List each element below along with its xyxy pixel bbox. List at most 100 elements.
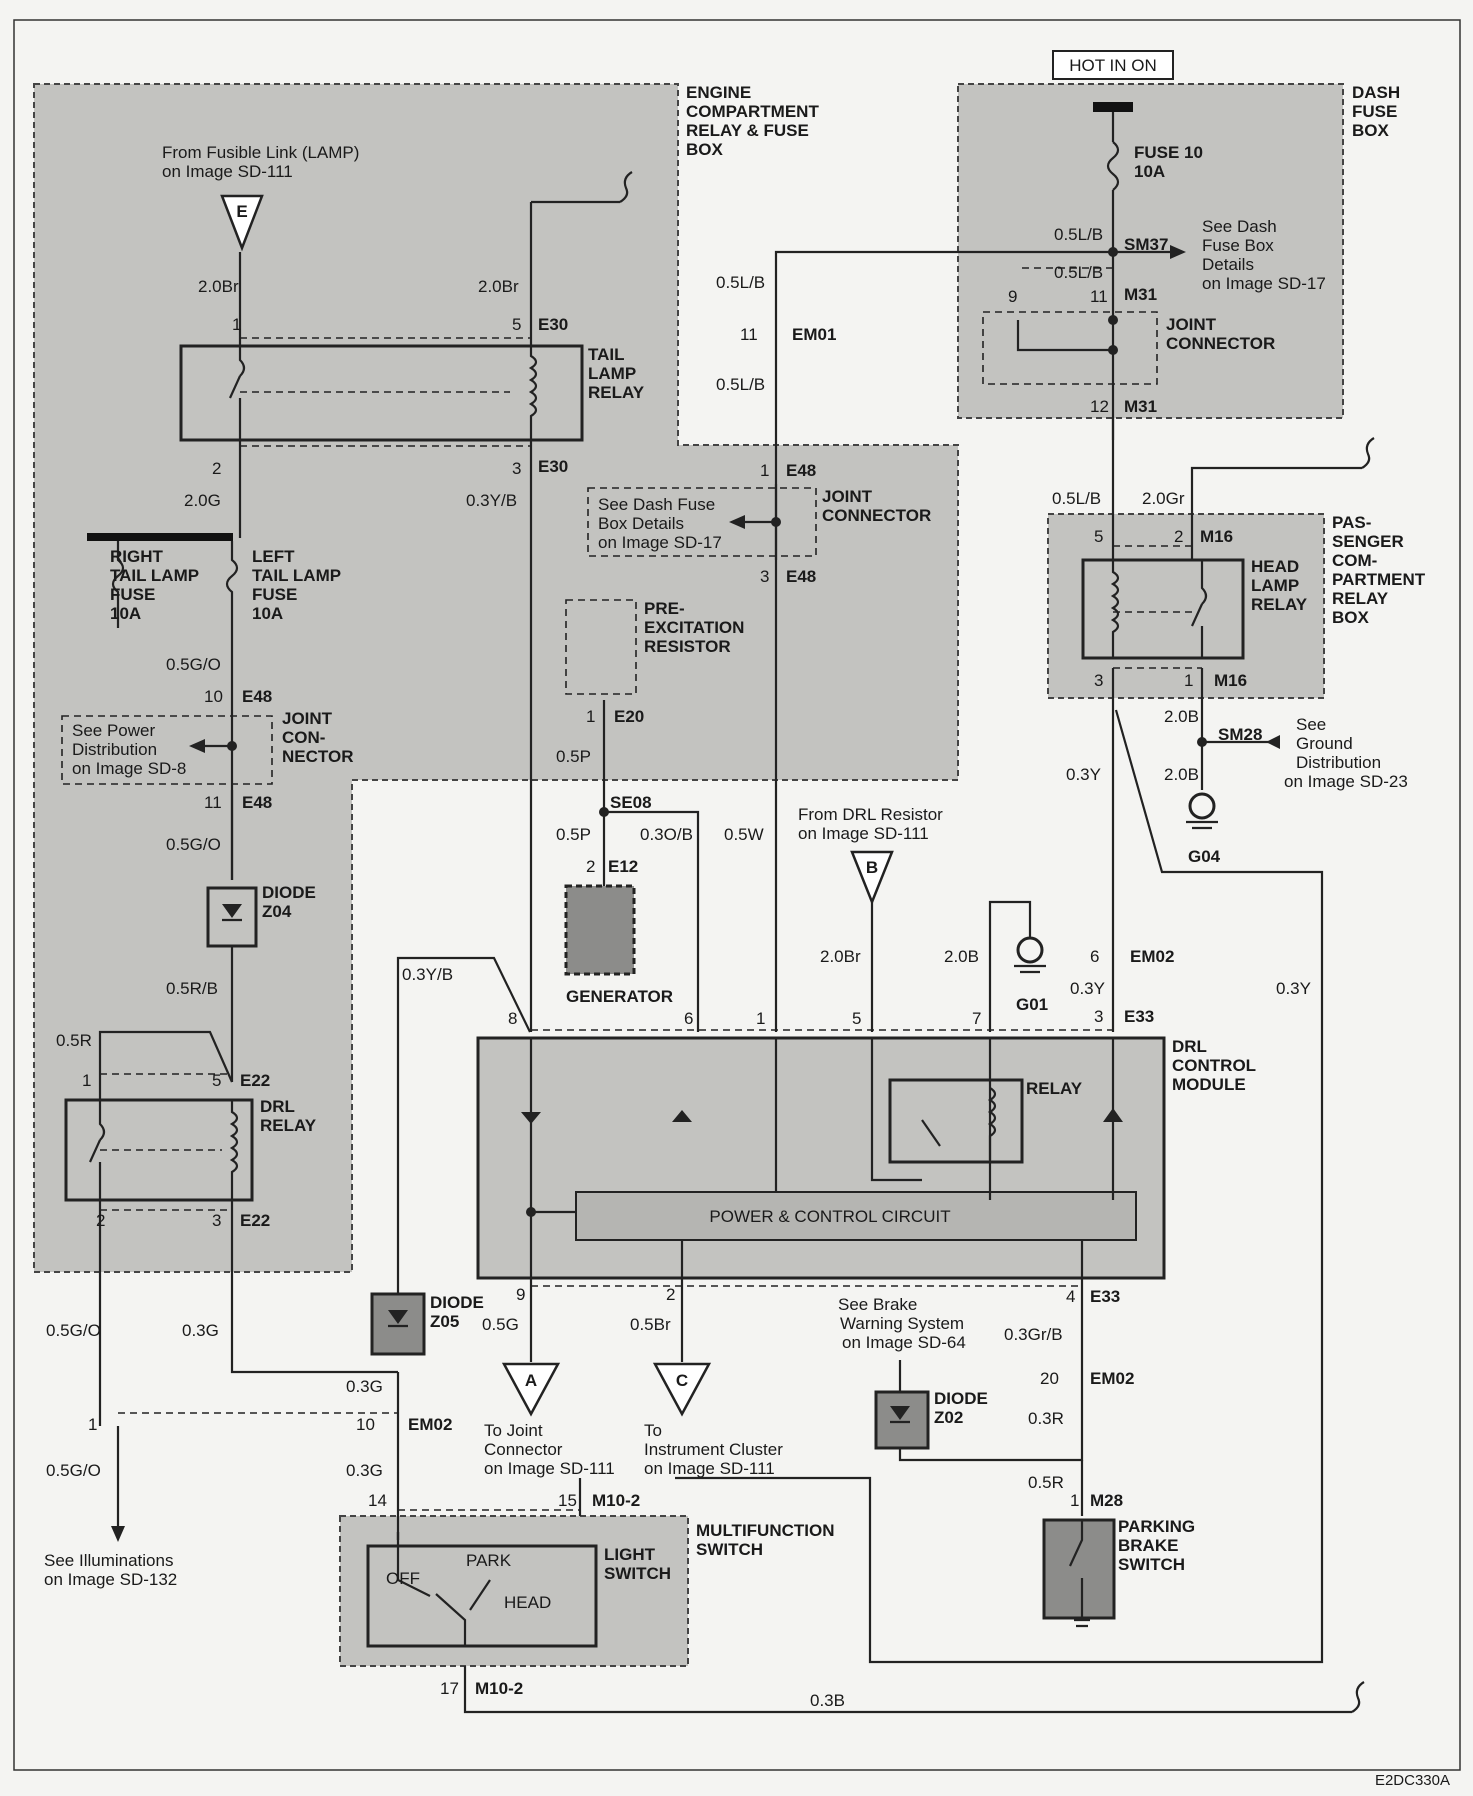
svg-text:M28: M28 [1090, 1491, 1123, 1510]
head-relay-switch [1190, 560, 1208, 658]
svg-text:DRL: DRL [260, 1097, 295, 1116]
svg-text:Fuse Box: Fuse Box [1202, 236, 1274, 255]
svg-text:on Image SD-64: on Image SD-64 [842, 1333, 966, 1352]
svg-text:EM02: EM02 [1130, 947, 1174, 966]
svg-text:5: 5 [512, 315, 521, 334]
tail-lamp-relay-label: TAIL LAMP RELAY [588, 345, 645, 402]
svg-text:A: A [525, 1371, 537, 1390]
terminal-b: B [850, 850, 894, 906]
svg-text:FUSE: FUSE [1352, 102, 1397, 121]
svg-text:0.3Gr/B: 0.3Gr/B [1004, 1325, 1063, 1344]
svg-text:HEAD: HEAD [1251, 557, 1299, 576]
svg-text:LIGHT: LIGHT [604, 1545, 656, 1564]
power-bus-bar [1093, 102, 1133, 112]
svg-text:on Image SD-17: on Image SD-17 [1202, 274, 1326, 293]
svg-text:RELAY: RELAY [1332, 589, 1389, 608]
svg-text:0.5P: 0.5P [556, 747, 591, 766]
svg-text:8: 8 [508, 1009, 517, 1028]
multifunction-label: MULTIFUNCTION SWITCH [696, 1521, 835, 1559]
svg-text:3: 3 [212, 1211, 221, 1230]
passenger-box-label: PAS- SENGER COM- PARTMENT RELAY BOX [1332, 513, 1426, 627]
svg-text:CONTROL: CONTROL [1172, 1056, 1256, 1075]
svg-text:6: 6 [1090, 947, 1099, 966]
joint-connector-a-note: To Joint Connector on Image SD-111 [484, 1421, 615, 1478]
svg-text:RELAY: RELAY [1251, 595, 1308, 614]
dash-fuse-box-label: DASH FUSE BOX [1352, 83, 1400, 140]
svg-text:11: 11 [740, 325, 758, 344]
svg-text:Z02: Z02 [934, 1408, 963, 1427]
svg-text:0.5G/O: 0.5G/O [46, 1321, 101, 1340]
svg-text:SWITCH: SWITCH [1118, 1555, 1185, 1574]
svg-text:3: 3 [512, 459, 521, 478]
generator-label: GENERATOR [566, 987, 673, 1006]
ground-g04: G04 [1186, 792, 1221, 866]
svg-text:CONNECTOR: CONNECTOR [1166, 334, 1275, 353]
svg-text:1: 1 [756, 1009, 765, 1028]
svg-text:6: 6 [684, 1009, 693, 1028]
svg-text:9: 9 [516, 1285, 525, 1304]
svg-text:FUSE: FUSE [252, 585, 297, 604]
module-relay [888, 1078, 1024, 1164]
svg-text:LAMP: LAMP [588, 364, 636, 383]
svg-text:on Image SD-111: on Image SD-111 [644, 1459, 775, 1478]
svg-text:5: 5 [212, 1071, 221, 1090]
drl-relay [64, 1098, 254, 1202]
svg-text:JOINT: JOINT [822, 487, 873, 506]
parking-brake-switch [1042, 1518, 1116, 1620]
svg-text:TAIL LAMP: TAIL LAMP [252, 566, 341, 585]
svg-text:15: 15 [558, 1491, 577, 1510]
svg-text:See: See [1296, 715, 1326, 734]
svg-text:0.3R: 0.3R [1028, 1409, 1064, 1428]
power-dist-note: See Power Distribution on Image SD-8 [72, 721, 186, 778]
svg-text:LAMP: LAMP [1251, 576, 1299, 595]
svg-text:See Illuminations: See Illuminations [44, 1551, 173, 1570]
svg-text:Connector: Connector [484, 1440, 563, 1459]
svg-text:M16: M16 [1200, 527, 1233, 546]
svg-text:Details: Details [1202, 255, 1254, 274]
drl-control-module [476, 1036, 1166, 1280]
svg-text:2: 2 [1174, 527, 1183, 546]
svg-text:BOX: BOX [1352, 121, 1390, 140]
svg-text:on Image SD-111: on Image SD-111 [484, 1459, 615, 1478]
tail-relay-switch [228, 346, 246, 440]
svg-text:FUSE: FUSE [110, 585, 155, 604]
svg-text:11: 11 [1090, 287, 1108, 306]
svg-text:1: 1 [232, 315, 241, 334]
svg-text:M10-2: M10-2 [475, 1679, 523, 1698]
svg-text:POWER & CONTROL CIRCUIT: POWER & CONTROL CIRCUIT [709, 1207, 950, 1226]
svg-text:Distribution: Distribution [72, 740, 157, 759]
svg-text:TAIL: TAIL [588, 345, 625, 364]
svg-text:5: 5 [852, 1009, 861, 1028]
svg-text:2.0Br: 2.0Br [198, 277, 239, 296]
svg-text:EXCITATION: EXCITATION [644, 618, 744, 637]
svg-text:2.0Br: 2.0Br [478, 277, 519, 296]
svg-text:10: 10 [356, 1415, 375, 1434]
pre-excitation-resistor [565, 599, 637, 695]
svg-text:ENGINE: ENGINE [686, 83, 751, 102]
svg-text:0.5Br: 0.5Br [630, 1315, 671, 1334]
svg-text:RELAY: RELAY [1026, 1079, 1083, 1098]
svg-text:E48: E48 [242, 793, 272, 812]
wire-labels: 0.5L/B 0.5L/B 0.5L/B 0.5L/B 0.5L/B 2.0Gr… [46, 225, 1311, 1710]
svg-text:G01: G01 [1016, 995, 1048, 1014]
svg-text:0.3O/B: 0.3O/B [640, 825, 693, 844]
svg-text:0.5G/O: 0.5G/O [166, 655, 221, 674]
svg-text:0.3Y/B: 0.3Y/B [466, 491, 517, 510]
drl-module-body [477, 1037, 1165, 1279]
svg-text:10A: 10A [110, 604, 141, 623]
hot-in-on-label: HOT IN ON [1069, 56, 1157, 75]
svg-text:DRL: DRL [1172, 1037, 1207, 1056]
power-control-circuit [575, 1191, 1137, 1241]
svg-text:DIODE: DIODE [934, 1389, 988, 1408]
svg-text:Z05: Z05 [430, 1312, 459, 1331]
svg-text:on Image SD-111: on Image SD-111 [162, 162, 293, 181]
svg-text:TAIL LAMP: TAIL LAMP [110, 566, 199, 585]
svg-text:0.5W: 0.5W [724, 825, 764, 844]
svg-text:E20: E20 [614, 707, 644, 726]
svg-text:EM02: EM02 [1090, 1369, 1134, 1388]
svg-text:0.5R: 0.5R [56, 1031, 92, 1050]
right-tail-fuse-label: RIGHT TAIL LAMP FUSE 10A [110, 547, 199, 623]
svg-text:1: 1 [1070, 1491, 1079, 1510]
svg-text:Instrument Cluster: Instrument Cluster [644, 1440, 783, 1459]
diagram-code: E2DC330A [1375, 1772, 1450, 1789]
